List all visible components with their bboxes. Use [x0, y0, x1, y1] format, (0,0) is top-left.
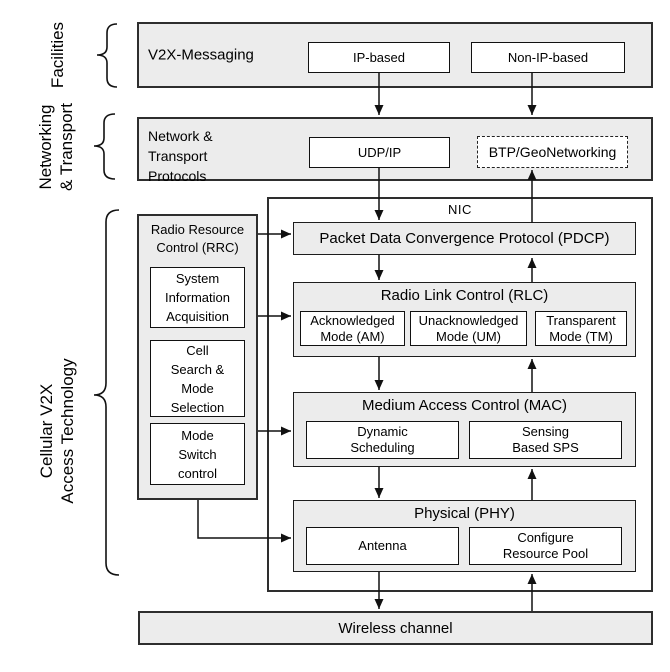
mode-switch-line1: Mode: [181, 427, 214, 443]
side-label-cellular-line1: Cellular V2X: [37, 383, 56, 479]
rlc-title: Radio Link Control (RLC): [380, 287, 549, 304]
system-info-line2: Information: [164, 290, 231, 305]
phy-resource-pool-box: Configure Resource Pool: [469, 527, 622, 565]
transport-title-line3: Protocols: [148, 168, 207, 184]
pdcp-box: Packet Data Convergence Protocol (PDCP): [293, 222, 636, 255]
rlc-tm-box: Transparent Mode (TM): [535, 311, 627, 346]
dynamic-scheduling-line2: Scheduling: [350, 440, 415, 455]
side-label-networking-line1: Networking: [36, 104, 55, 190]
rrc-cell-search-box: Cell Search & Mode Selection: [150, 340, 245, 417]
ip-based-box: IP-based: [308, 42, 450, 73]
cell-search-line4: Selection: [170, 399, 225, 415]
btp-geonetworking-box: BTP/GeoNetworking: [477, 136, 628, 168]
non-ip-based-label: Non-IP-based: [507, 49, 589, 65]
rrc-title-line1: Radio Resource: [150, 222, 245, 237]
rlc-am-box: Acknowledged Mode (AM): [300, 311, 405, 346]
side-label-networking-transport: Networking & Transport: [34, 92, 78, 202]
sensing-sps-line1: Sensing: [522, 424, 569, 439]
mac-sensing-sps-box: Sensing Based SPS: [469, 421, 622, 459]
mac-dynamic-scheduling-box: Dynamic Scheduling: [306, 421, 459, 459]
resource-pool-line1: Configure: [517, 530, 574, 545]
mac-container: Medium Access Control (MAC) Dynamic Sche…: [293, 392, 636, 467]
transport-layer: Network & Transport Protocols UDP/IP BTP…: [137, 117, 653, 184]
rrc-title: Radio Resource Control (RRC): [139, 221, 256, 257]
rlc-tm-line2: Mode (TM): [549, 328, 613, 344]
udp-ip-label: UDP/IP: [357, 144, 402, 160]
udp-ip-box: UDP/IP: [309, 137, 450, 168]
cell-search-line1: Cell: [186, 342, 209, 358]
transport-layer-title: Network & Transport Protocols: [148, 126, 213, 186]
non-ip-based-box: Non-IP-based: [471, 42, 625, 73]
side-label-facilities: Facilities: [46, 10, 68, 100]
wireless-channel-bar: Wireless channel: [138, 611, 653, 645]
wireless-channel-label: Wireless channel: [338, 619, 453, 637]
facilities-layer: V2X-Messaging IP-based Non-IP-based: [137, 22, 653, 88]
networking-brace: [93, 113, 116, 180]
rlc-am-line2: Mode (AM): [320, 328, 385, 344]
rlc-am-line1: Acknowledged: [310, 312, 395, 328]
facilities-brace: [96, 23, 118, 88]
side-label-facilities-text: Facilities: [47, 21, 67, 89]
rlc-container: Radio Link Control (RLC) Acknowledged Mo…: [293, 282, 636, 357]
phy-antenna-box: Antenna: [306, 527, 459, 565]
rrc-title-line2: Control (RRC): [156, 240, 239, 255]
cell-search-line3: Mode: [181, 380, 214, 396]
phy-container: Physical (PHY) Antenna Configure Resourc…: [293, 500, 636, 572]
cell-search-line2: Search &: [170, 361, 225, 377]
rrc-system-info-box: System Information Acquisition: [150, 267, 245, 328]
rlc-um-line1: Unacknowledged: [418, 312, 519, 328]
system-info-line1: System: [175, 271, 220, 286]
side-label-cellular-line2: Access Technology: [58, 358, 77, 504]
rlc-um-line2: Mode (UM): [435, 328, 501, 344]
rrc-mode-switch-box: Mode Switch control: [150, 423, 245, 485]
mode-switch-line2: Switch: [178, 446, 217, 462]
antenna-label: Antenna: [358, 538, 407, 553]
rlc-um-box: Unacknowledged Mode (UM): [410, 311, 527, 346]
mac-title: Medium Access Control (MAC): [361, 397, 568, 414]
transport-title-line1: Network &: [148, 128, 213, 144]
mode-switch-line3: control: [177, 465, 218, 481]
resource-pool-line2: Resource Pool: [502, 546, 589, 561]
system-info-line3: Acquisition: [166, 309, 229, 324]
btp-geonetworking-label: BTP/GeoNetworking: [488, 144, 617, 160]
side-label-networking-line2: & Transport: [57, 103, 76, 191]
dynamic-scheduling-line1: Dynamic: [357, 424, 408, 439]
ip-based-label: IP-based: [352, 49, 406, 65]
pdcp-label: Packet Data Convergence Protocol (PDCP): [319, 230, 610, 247]
sensing-sps-line2: Based SPS: [512, 440, 579, 455]
nic-label: NIC: [448, 202, 472, 217]
rlc-tm-line1: Transparent: [546, 312, 616, 328]
nic-container: NIC Packet Data Convergence Protocol (PD…: [267, 197, 653, 592]
side-label-cellular-v2x: Cellular V2X Access Technology: [35, 331, 79, 531]
phy-title: Physical (PHY): [414, 505, 515, 522]
transport-title-line2: Transport: [148, 148, 208, 164]
cellular-brace: [93, 209, 120, 576]
facilities-layer-title: V2X-Messaging: [148, 46, 254, 64]
rrc-container: Radio Resource Control (RRC) System Info…: [137, 214, 258, 500]
